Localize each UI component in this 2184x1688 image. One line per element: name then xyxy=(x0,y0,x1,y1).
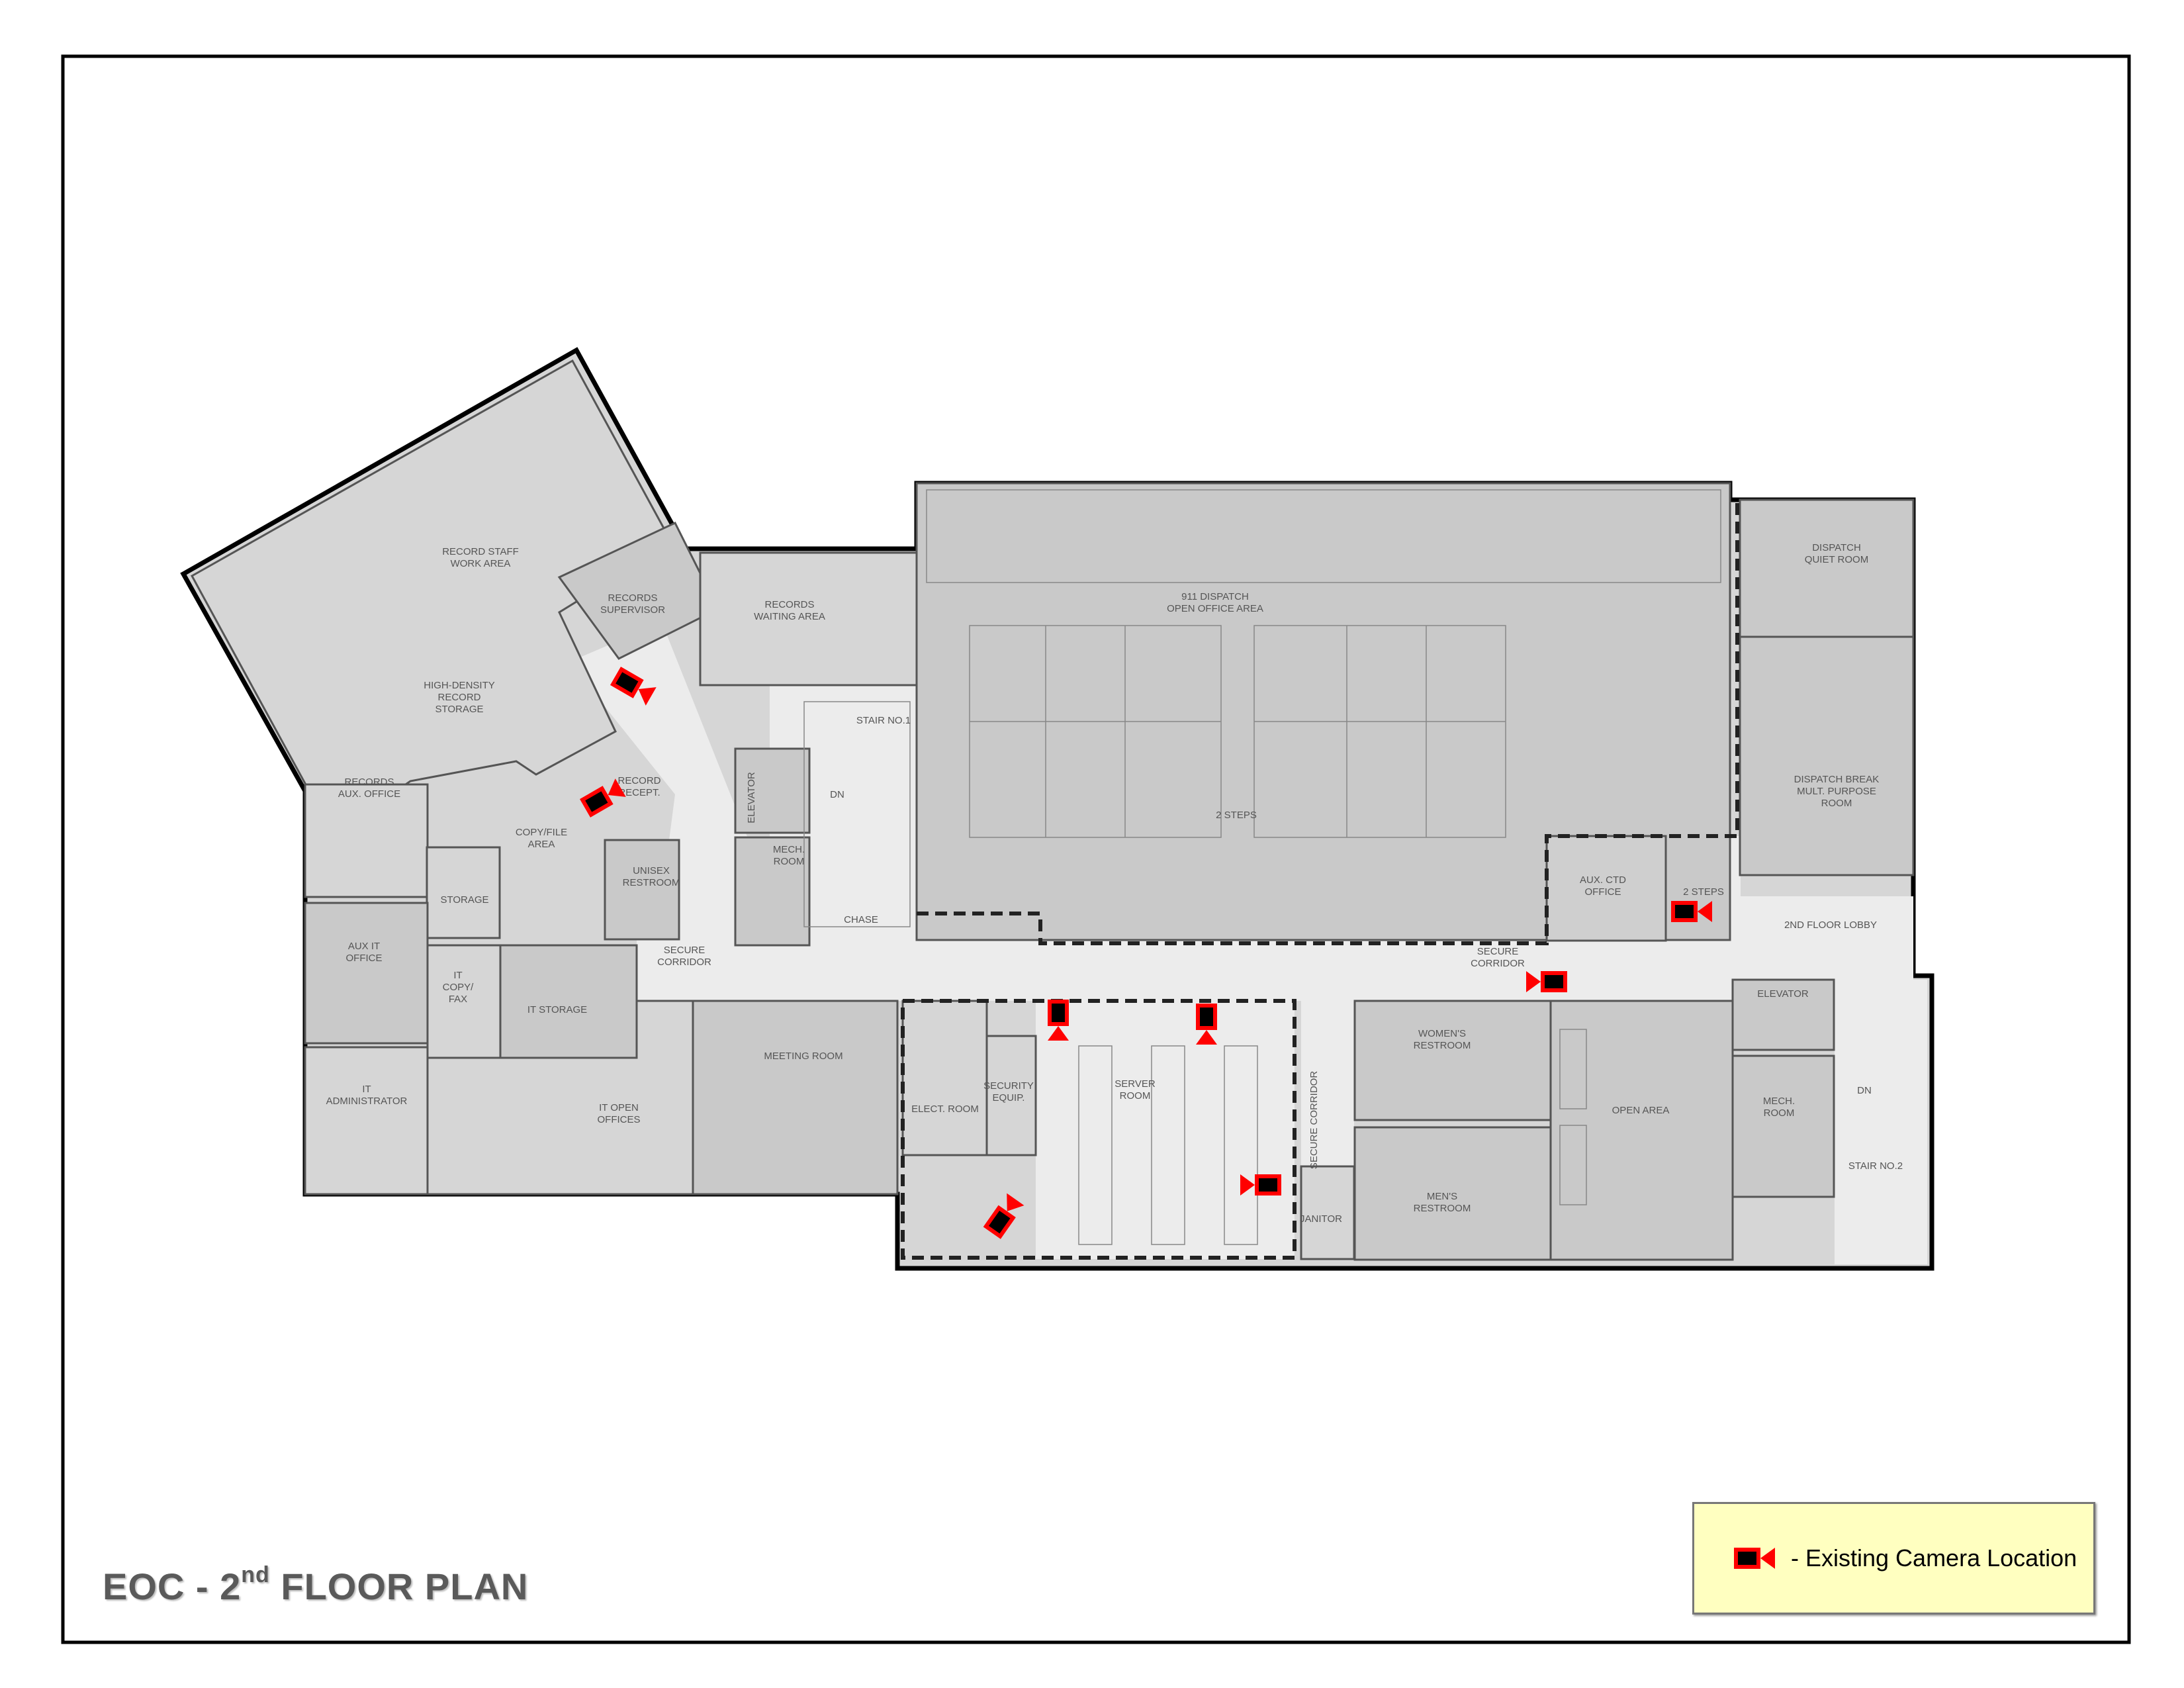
title-prefix: EOC - 2 xyxy=(103,1566,242,1607)
room-label: SECURE xyxy=(664,945,705,956)
room-label: MECH. xyxy=(773,844,805,855)
room-label: UNISEX xyxy=(633,865,670,876)
room-label: ELECT. ROOM xyxy=(911,1103,979,1115)
legend-label: - Existing Camera Location xyxy=(1791,1544,2077,1571)
room-label: RECORD xyxy=(617,775,660,786)
room-label: MEN'S xyxy=(1427,1191,1457,1202)
workstations xyxy=(803,489,1721,1245)
room-label: 2 STEPS xyxy=(1683,886,1724,898)
video-camera-icon xyxy=(1734,1548,1775,1569)
room-label: COPY/FILE xyxy=(516,827,567,838)
room-label: IT STORAGE xyxy=(527,1004,587,1015)
rooms xyxy=(190,359,1915,1261)
room-label: ELEVATOR xyxy=(746,772,757,823)
room-label: AUX IT xyxy=(348,941,380,952)
room-label: JANITOR xyxy=(1300,1213,1342,1225)
room-label: SECURE CORRIDOR xyxy=(1308,1071,1320,1170)
svg-text:MECH.ROOM: MECH.ROOM xyxy=(773,844,805,867)
page-border xyxy=(61,54,2131,1644)
title-suffix: FLOOR PLAN xyxy=(269,1566,529,1607)
room-label: OPEN AREA xyxy=(1612,1105,1670,1116)
room-label: DN xyxy=(1857,1085,1872,1096)
room-label: 2 STEPS xyxy=(1216,810,1257,821)
room-label: RECORDS xyxy=(344,776,394,788)
room-label: IT xyxy=(362,1084,371,1095)
room-label: DISPATCH xyxy=(1812,542,1861,553)
svg-text:MECH.ROOM: MECH.ROOM xyxy=(1763,1096,1795,1119)
room-label: DISPATCH BREAK xyxy=(1794,774,1880,785)
room-label: ELEVATOR xyxy=(1757,988,1809,1000)
room-label: SECURITY xyxy=(983,1080,1034,1092)
room-label: WOMEN'S xyxy=(1418,1028,1466,1039)
room-label: CHASE xyxy=(844,914,878,925)
room-label: STAIR NO.2 xyxy=(1848,1160,1903,1172)
page-title: EOC - 2nd FLOOR PLAN xyxy=(103,1562,528,1608)
room-label: SERVER xyxy=(1115,1078,1156,1090)
room-label: IT xyxy=(453,970,462,981)
room-label: AUX. CTD xyxy=(1580,874,1626,886)
room-label: MECH. xyxy=(1763,1096,1795,1107)
room-label: HIGH-DENSITY xyxy=(424,680,495,691)
secure-boundary xyxy=(901,503,1739,1260)
room-label: STAIR NO.1 xyxy=(856,715,911,726)
room-label: IT OPEN xyxy=(599,1102,639,1113)
room-label: MEETING ROOM xyxy=(764,1051,842,1062)
room-label: RECORDS xyxy=(764,599,814,610)
room-label: RECORDS xyxy=(608,592,657,604)
title-superscript: nd xyxy=(241,1562,270,1587)
room-label: 911 DISPATCH xyxy=(1181,591,1249,602)
legend: - Existing Camera Location xyxy=(1692,1502,2095,1615)
room-label: 2ND FLOOR LOBBY xyxy=(1784,919,1877,931)
room-label: RECORD STAFF xyxy=(442,546,519,557)
room-label: SECURE xyxy=(1477,946,1519,957)
room-label: STORAGE xyxy=(440,894,488,906)
room-label: DN xyxy=(830,789,844,800)
